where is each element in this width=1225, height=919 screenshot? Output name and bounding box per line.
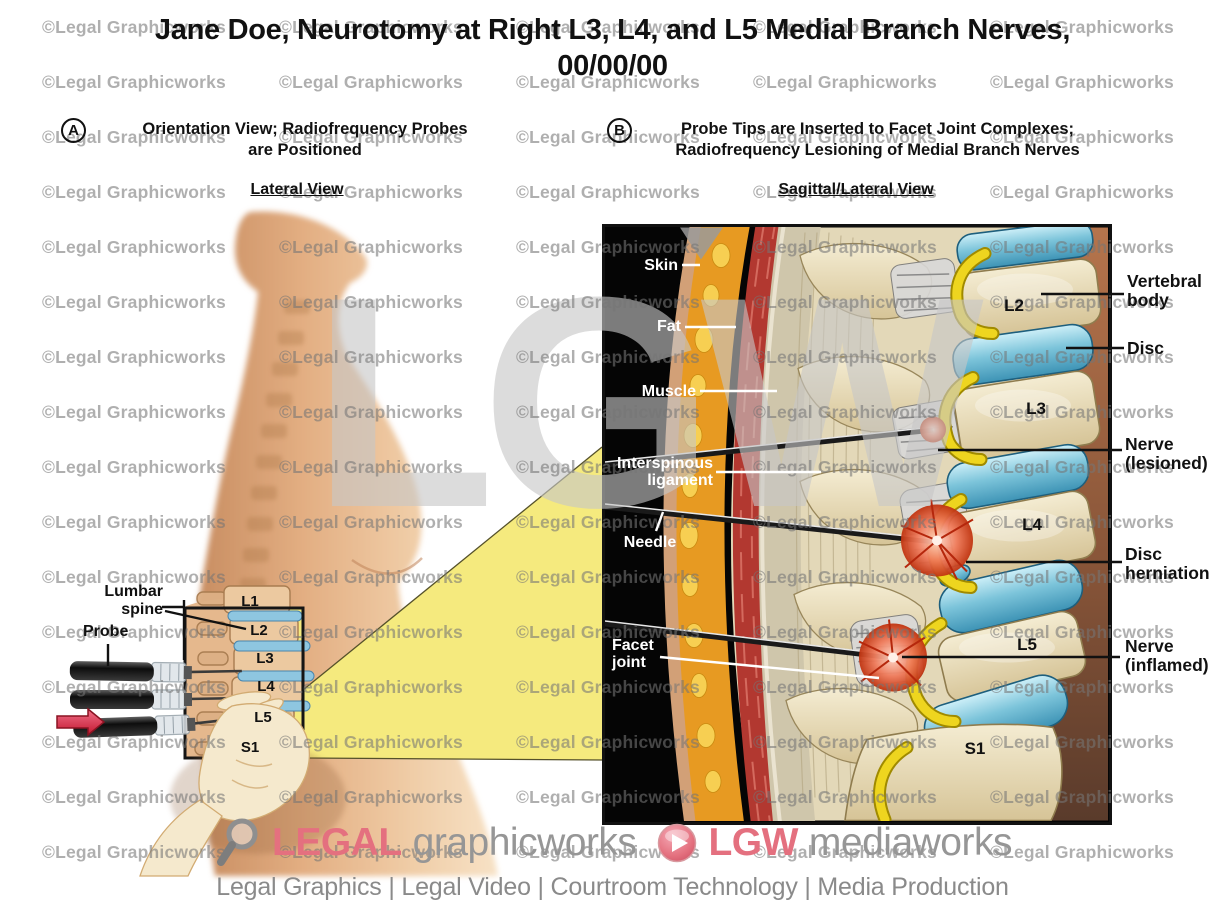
page-title: Jane Doe, Neurotomy at Right L3, L4, and… <box>0 12 1225 84</box>
lumbar-label-line2: spine <box>121 601 163 618</box>
herniation-line2: herniation <box>1125 563 1210 583</box>
disc-label: Disc <box>1127 338 1164 358</box>
nerve-lesioned-line1: Nerve <box>1125 434 1174 454</box>
lumbar-label-line1: Lumbar <box>104 583 163 600</box>
panel-b-heading-line1: Probe Tips are Inserted to Facet Joint C… <box>680 120 1075 138</box>
lesion-sites <box>858 416 974 692</box>
nerve-lesioned-label: Nerve (lesioned) <box>1125 435 1208 473</box>
detail-label-l3: L3 <box>1026 399 1046 418</box>
fascia-layer <box>758 227 821 821</box>
footer-brand-row: LEGAL graphicworks LGW mediaworks <box>0 817 1225 869</box>
facet-joint-label: Facet joint <box>612 637 654 671</box>
brand-graphicworks: graphicworks <box>412 821 637 864</box>
red-arrow-right <box>56 707 106 737</box>
detail-label-s1: S1 <box>964 739 986 758</box>
vertebra-label-l5: L5 <box>254 709 272 726</box>
muscle-layer <box>732 227 782 821</box>
rf-probe <box>69 661 242 683</box>
panel-a-badge: A <box>61 118 86 143</box>
lamina-wedge <box>680 227 723 260</box>
panel-a-heading-line1: Orientation View; Radiofrequency Probes <box>142 120 468 138</box>
hand <box>139 691 346 877</box>
vertebra-label-l4: L4 <box>257 678 275 695</box>
disc-herniation-label: Disc herniation <box>1125 545 1210 583</box>
title-line-1: Jane Doe, Neurotomy at Right L3, L4, and… <box>154 14 1071 46</box>
footer-tagline: Legal Graphics | Legal Video | Courtroom… <box>216 873 1009 901</box>
lesion-site-l4 <box>900 499 974 580</box>
vertebra-label-l1: L1 <box>241 593 259 610</box>
needle-label: Needle <box>623 534 677 551</box>
vertebra-label-l2: L2 <box>250 622 268 639</box>
panel-a-view-label: Lateral View <box>250 181 344 198</box>
panel-a-heading-line2: are Positioned <box>248 141 362 159</box>
magnifier-icon <box>217 818 258 866</box>
breast-contour <box>351 557 423 575</box>
nerve-lesioned-line2: (lesioned) <box>1125 453 1208 473</box>
title-date: 00/00/00 <box>557 50 668 82</box>
brand-lgw: LGW <box>708 821 798 864</box>
vertebra-label-l3: L3 <box>256 650 274 667</box>
detail-label-l2: L2 <box>1004 296 1024 315</box>
herniation-line1: Disc <box>1125 544 1162 564</box>
vertebral-line2: body <box>1127 290 1169 310</box>
vertebra-label-s1: S1 <box>240 739 260 756</box>
panel-a-heading: Orientation View; Radiofrequency Probes … <box>105 119 505 161</box>
probe-label: Probe <box>83 623 129 640</box>
muscle-label: Muscle <box>641 383 696 400</box>
skin-layer <box>663 227 705 821</box>
zoom-cone <box>303 447 602 760</box>
brand-legal: LEGAL <box>272 821 402 864</box>
play-icon <box>658 823 697 863</box>
detail-label-l5: L5 <box>1017 635 1037 654</box>
vertebral-column <box>844 227 1102 821</box>
vertebral-body-label: Vertebral body <box>1127 272 1202 310</box>
panel-b-badge: B <box>607 118 632 143</box>
brand-mediaworks: mediaworks <box>808 821 1013 864</box>
nerve-inflamed-line2: (inflamed) <box>1125 655 1209 675</box>
skin-label: Skin <box>644 257 678 274</box>
detail-label-l4: L4 <box>1022 515 1042 534</box>
interspinous-line1: Interspinous <box>616 455 713 472</box>
lumbar-spine-label: Lumbar spine <box>63 583 163 619</box>
nerve-inflamed-label: Nerve (inflamed) <box>1125 637 1209 675</box>
nerve-inflamed-line1: Nerve <box>1125 636 1174 656</box>
vertebral-line1: Vertebral <box>1127 271 1202 291</box>
rf-probes <box>69 661 245 738</box>
fat-label: Fat <box>657 318 681 335</box>
panel-b-heading: Probe Tips are Inserted to Facet Joint C… <box>645 119 1110 161</box>
panel-b-heading-line2: Radiofrequency Lesioning of Medial Branc… <box>675 141 1080 159</box>
panel-b-view-label: Sagittal/Lateral View <box>778 181 934 198</box>
interspinous-line2: ligament <box>647 472 713 489</box>
interspinous-ligament-label: Interspinous ligament <box>593 455 713 489</box>
facet-line1: Facet <box>612 637 654 654</box>
facet-line2: joint <box>612 654 646 671</box>
